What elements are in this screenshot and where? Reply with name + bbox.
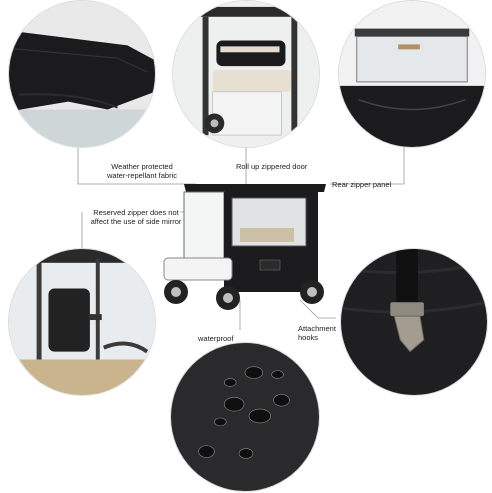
roll-up-label-text: Roll up zippered door bbox=[236, 162, 308, 171]
weather-protected-label: Weather protected water-repellant fabric bbox=[92, 162, 192, 180]
side-mirror-photo bbox=[8, 248, 156, 396]
zippered-door-photo bbox=[172, 0, 320, 148]
attachment-hooks-label: Attachment hooks bbox=[298, 324, 344, 342]
weather-label-line2: water-repellant fabric bbox=[106, 171, 178, 180]
attachment-label-line2: hooks bbox=[298, 333, 319, 342]
fabric-detail-photo bbox=[8, 0, 156, 148]
reserved-label-line1: Reserved zipper does not bbox=[93, 208, 179, 217]
reserved-zipper-label: Reserved zipper does not affect the use … bbox=[80, 208, 192, 226]
weather-label-line1: Weather protected bbox=[111, 162, 173, 171]
reserved-label-line2: affect the use of side mirror bbox=[90, 217, 182, 226]
zippered-door-image bbox=[173, 1, 319, 147]
water-droplets-image bbox=[171, 343, 319, 491]
attachment-hook-photo bbox=[340, 248, 488, 396]
fabric-closeup-image bbox=[9, 1, 155, 147]
attachment-hook-image bbox=[341, 249, 487, 395]
water-droplets-photo bbox=[170, 342, 320, 492]
side-mirror-image bbox=[9, 249, 155, 395]
attachment-label-line1: Attachment bbox=[298, 324, 336, 333]
waterproof-label-text: waterproof bbox=[198, 334, 234, 343]
rear-zipper-label: Rear zipper panel bbox=[332, 180, 422, 189]
roll-up-door-label: Roll up zippered door bbox=[236, 162, 346, 171]
rear-panel-image bbox=[339, 1, 485, 147]
rear-panel-photo bbox=[338, 0, 486, 148]
golf-cart-enclosure-image bbox=[163, 184, 326, 310]
waterproof-label: waterproof bbox=[198, 334, 252, 343]
rear-zipper-label-text: Rear zipper panel bbox=[332, 180, 392, 189]
